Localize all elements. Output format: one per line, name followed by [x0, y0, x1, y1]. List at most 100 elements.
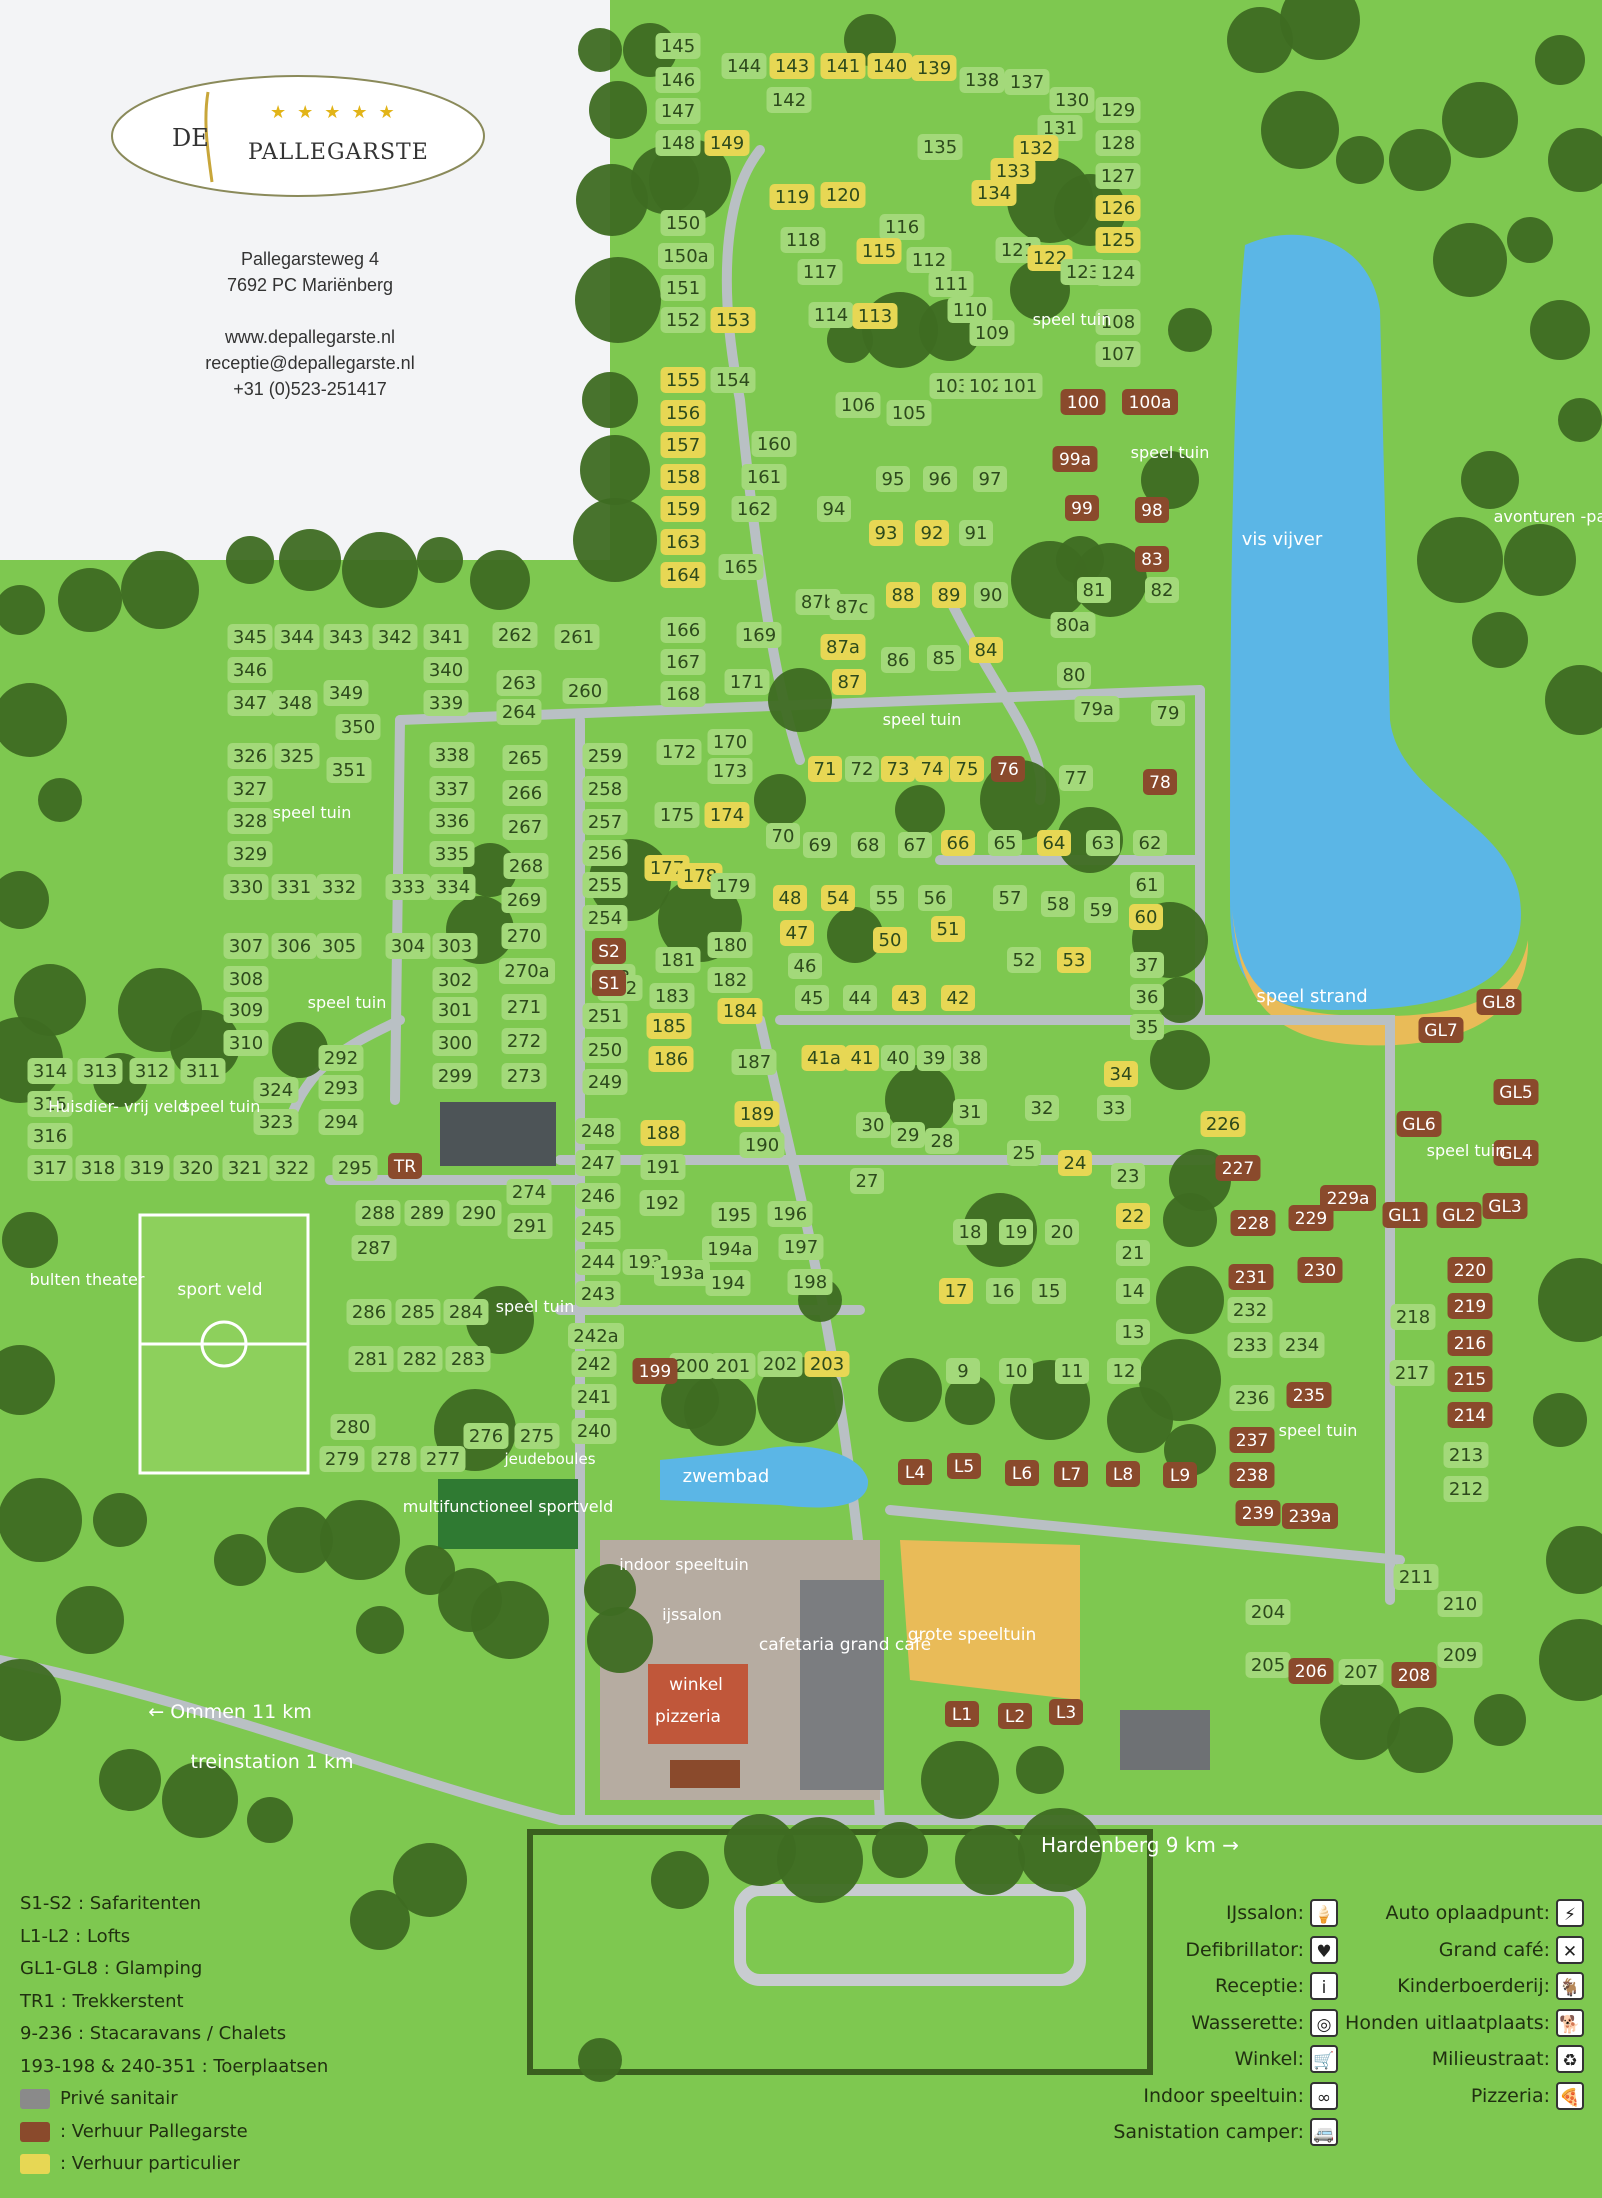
plot-168: [660, 681, 706, 707]
plot-label: 198: [793, 1272, 827, 1293]
plot-243: [575, 1281, 621, 1307]
plot-label: 43: [898, 988, 921, 1009]
plot-206: [1288, 1658, 1334, 1684]
plot-46: [788, 953, 822, 979]
plot-133: [990, 158, 1036, 184]
plot-label: 232: [1233, 1300, 1267, 1321]
plot-113: [852, 303, 898, 329]
plot-119: [769, 184, 815, 210]
plot-57: [993, 885, 1027, 911]
plot-268: [503, 853, 549, 879]
legend-text: GL1-GL8 : Glamping: [20, 1958, 203, 1979]
tree: [350, 1890, 410, 1950]
plot-90: [974, 582, 1008, 608]
plot-127: [1095, 163, 1141, 189]
plot-76: [991, 756, 1025, 782]
plot-label: 147: [661, 101, 695, 122]
tree: [1533, 1393, 1587, 1447]
plot-350: [335, 714, 381, 740]
plot-35: [1130, 1014, 1164, 1040]
website-link[interactable]: www.depallegarste.nl: [224, 327, 396, 347]
plot-304: [385, 933, 431, 959]
plot-342: [372, 624, 418, 650]
tree: [1474, 1694, 1526, 1746]
tree: [1156, 1266, 1224, 1334]
plot-25: [1007, 1140, 1041, 1166]
plot-label: 38: [959, 1048, 982, 1069]
plot-label: 282: [403, 1349, 437, 1370]
plot-241: [571, 1384, 617, 1410]
plot-label: 304: [391, 936, 425, 957]
plot-label: 238: [1236, 1466, 1268, 1486]
plot-label: 196: [773, 1204, 807, 1225]
legend-indoor-playground: Indoor speeltuin:∞: [1143, 2080, 1338, 2112]
plot-75: [950, 756, 984, 782]
plot-label: 15: [1038, 1281, 1061, 1302]
plot-label: 82: [1151, 580, 1174, 601]
place-label-winkel: winkel: [669, 1675, 723, 1695]
plot-105: [886, 400, 932, 426]
plot-67: [898, 832, 932, 858]
plot-239: [1235, 1500, 1281, 1526]
plot-label: 200: [675, 1356, 709, 1377]
plot-label: 247: [581, 1153, 615, 1174]
plot-label: 146: [661, 70, 695, 91]
tree: [827, 907, 883, 963]
tree: [0, 871, 49, 929]
plot-40: [881, 1045, 915, 1071]
address-line-1: Pallegarsteweg 4: [240, 249, 380, 269]
plot-label: 87: [838, 672, 861, 693]
plot-label: 141: [826, 56, 860, 77]
plot-label: 348: [278, 693, 312, 714]
place-label-treinstation: treinstation 1 km: [191, 1751, 354, 1773]
plot-label: 261: [560, 627, 594, 648]
plot-label: 149: [710, 133, 744, 154]
plot-label: 125: [1101, 230, 1135, 251]
tree: [320, 1500, 400, 1580]
plot-label: 152: [666, 310, 700, 331]
plot-label: 336: [435, 811, 469, 832]
plot-201: [710, 1353, 756, 1379]
plot-68: [851, 832, 885, 858]
place-label-indoor_speeltuin: indoor speeltuin: [619, 1555, 749, 1574]
cutlery-icon: ✕: [1556, 1935, 1584, 1964]
plot-label: 119: [775, 187, 809, 208]
plot-180: [707, 932, 753, 958]
tree: [945, 1375, 995, 1425]
place-label-multifunctioneel: multifunctioneel sportveld: [403, 1497, 614, 1516]
legend-item-TR1: TR1 : Trekkerstent: [20, 1986, 328, 2019]
plot-187: [731, 1049, 777, 1075]
plot-22: [1116, 1203, 1150, 1229]
plot-label: 114: [814, 305, 848, 326]
plot-label: 216: [1454, 1334, 1486, 1354]
plot-label: 46: [794, 956, 817, 977]
plot-label: 339: [429, 693, 463, 714]
email-link[interactable]: receptie@depallegarste.nl: [205, 353, 415, 373]
plot-309: [223, 997, 269, 1023]
plot-87b: [795, 589, 841, 615]
plot-label: 69: [809, 835, 832, 856]
plot-140: [867, 53, 913, 79]
plot-label: 37: [1136, 955, 1159, 976]
plot-label: 306: [277, 936, 311, 957]
tree: [356, 1606, 404, 1654]
plot-258: [582, 776, 628, 802]
plot-label: 187: [737, 1052, 771, 1073]
plot-label: 307: [229, 936, 263, 957]
plot-label: 113: [858, 306, 892, 327]
plot-92: [915, 520, 949, 546]
plot-label: 36: [1136, 987, 1159, 1008]
plot-label: 96: [929, 469, 952, 490]
shopping-cart-icon: 🛒: [1310, 2045, 1338, 2073]
plot-label: 80a: [1056, 615, 1090, 636]
plot-248: [575, 1118, 621, 1144]
plot-295: [332, 1155, 378, 1181]
plot-label: 99a: [1059, 450, 1091, 470]
plot-label: 318: [81, 1158, 115, 1179]
plot-215: [1447, 1366, 1493, 1392]
plot-label: 229a: [1327, 1189, 1370, 1209]
plot-label: 86: [887, 650, 910, 671]
plot-label: 285: [401, 1302, 435, 1323]
plot-label: 201: [716, 1356, 750, 1377]
